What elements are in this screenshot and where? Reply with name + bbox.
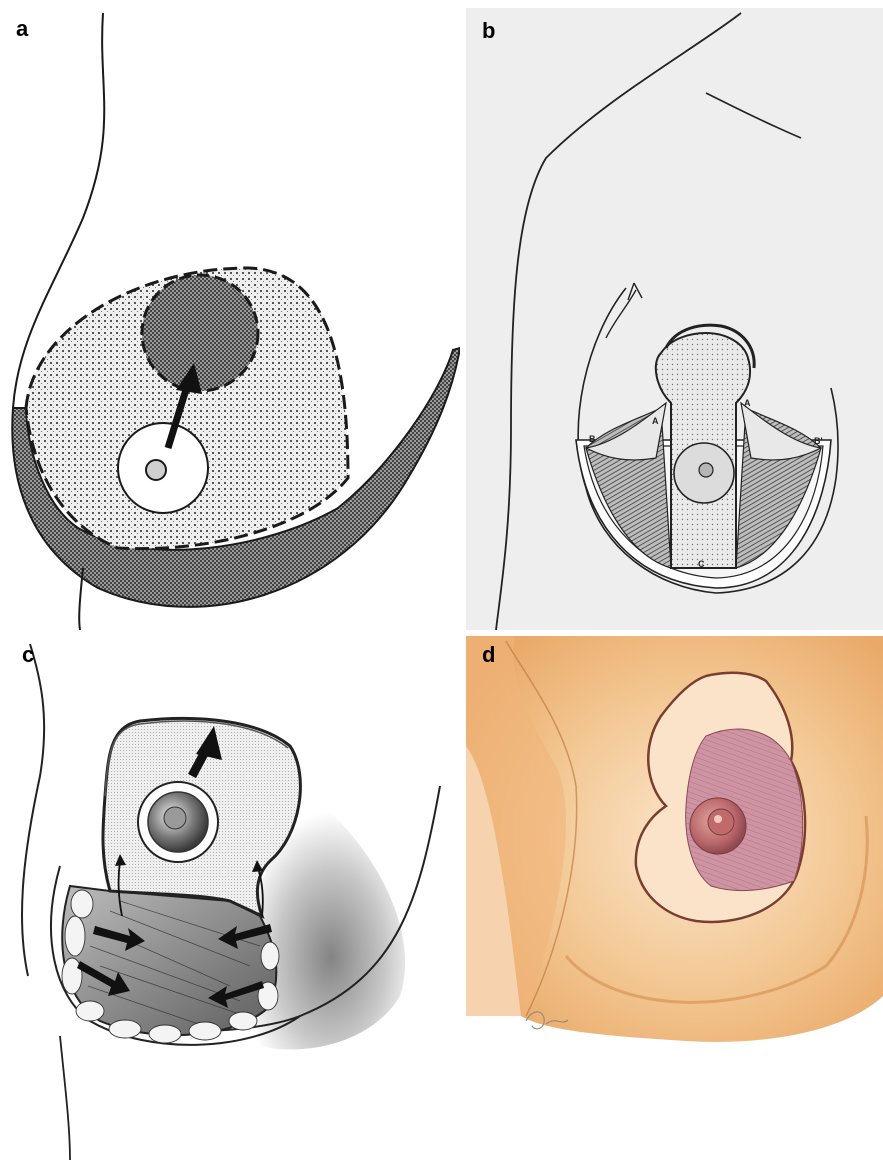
panel-a: a bbox=[8, 8, 460, 630]
marker-b-prime: B' bbox=[814, 436, 823, 446]
panel-a-illustration bbox=[8, 8, 460, 630]
panel-label-d: d bbox=[482, 642, 495, 668]
nipple bbox=[164, 807, 186, 829]
panel-d-illustration bbox=[466, 636, 883, 1044]
panel-c-illustration bbox=[0, 636, 460, 1160]
torso-outline bbox=[22, 644, 44, 976]
marker-c: C bbox=[698, 559, 705, 569]
nipple bbox=[699, 463, 713, 477]
panel-d: d bbox=[466, 636, 883, 1044]
panel-b-illustration bbox=[466, 8, 883, 630]
marker-a-left: A bbox=[652, 416, 659, 426]
panel-label-b: b bbox=[482, 18, 495, 44]
panel-label-c: c bbox=[22, 642, 34, 668]
marker-b: B bbox=[589, 434, 596, 444]
panel-c: c bbox=[0, 636, 460, 1160]
nipple bbox=[708, 809, 734, 835]
nipple bbox=[146, 460, 166, 480]
panel-b: A A B B' C b bbox=[466, 8, 883, 630]
panel-label-a: a bbox=[16, 16, 28, 42]
new-areola-position bbox=[142, 275, 258, 391]
marker-a-right: A bbox=[744, 398, 751, 408]
